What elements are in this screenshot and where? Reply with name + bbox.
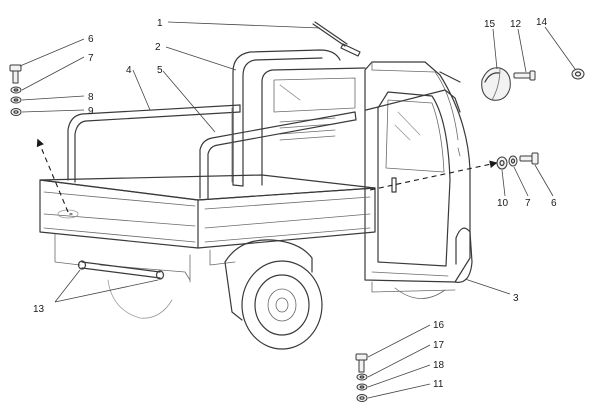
rear-wheel <box>107 239 323 350</box>
washer-part-7 <box>10 86 22 94</box>
cabin <box>261 61 473 299</box>
nut-part-11 <box>356 394 368 402</box>
lamp-assembly <box>481 67 585 101</box>
bolt-stack-left <box>9 64 22 116</box>
callout-4: 4 <box>126 65 132 76</box>
callout-6: 6 <box>88 34 94 45</box>
cabin-roll-bar <box>232 49 341 187</box>
callout-14: 14 <box>536 17 548 28</box>
cargo-rails <box>67 104 357 199</box>
callout-2: 2 <box>155 42 161 53</box>
bolt-part-16 <box>355 353 368 373</box>
washer-part-18 <box>356 383 368 391</box>
washer-part-7b <box>508 155 518 167</box>
bolt-stack-bottom <box>355 353 368 402</box>
callout-1: 1 <box>157 18 163 29</box>
callout-labels: 1 2 4 5 6 7 8 9 15 12 14 10 7 6 3 13 16 … <box>33 17 557 390</box>
cap-part-14 <box>571 68 585 80</box>
lamp-indicator-line <box>439 71 461 83</box>
callout-10: 10 <box>497 198 509 209</box>
antenna <box>312 21 361 57</box>
callout-5: 5 <box>157 65 163 76</box>
assembly-arrow-right <box>369 160 498 191</box>
window-indicator-lines <box>365 89 461 113</box>
callout-13: 13 <box>33 304 45 315</box>
leader-lines <box>19 21 576 399</box>
bolt-stack-right <box>496 152 539 170</box>
cargo-bed <box>39 174 376 283</box>
callout-3: 3 <box>513 293 519 304</box>
assembly-arrow-left <box>36 138 69 213</box>
screw-part-12 <box>513 70 536 81</box>
callout-12: 12 <box>510 19 522 30</box>
nut-part-9 <box>10 108 22 116</box>
callout-9: 9 <box>88 106 94 117</box>
callout-17: 17 <box>433 340 445 351</box>
callout-11: 11 <box>433 379 444 390</box>
rear-bumper-bar <box>77 260 165 280</box>
callout-18: 18 <box>433 360 445 371</box>
three-wheeler-truck <box>39 21 473 350</box>
lamp-housing-part-15 <box>481 67 511 101</box>
nut-part-10 <box>496 156 508 170</box>
callout-16: 16 <box>433 320 445 331</box>
bolt-part-6 <box>9 64 22 84</box>
washer-part-17 <box>356 373 368 381</box>
callout-7: 7 <box>88 53 94 64</box>
bolt-part-6b <box>519 152 539 165</box>
washer-part-8 <box>10 96 22 104</box>
callout-15: 15 <box>484 19 496 30</box>
callout-7-right: 7 <box>525 198 531 209</box>
callout-8: 8 <box>88 92 94 103</box>
callout-6-right: 6 <box>551 198 557 209</box>
